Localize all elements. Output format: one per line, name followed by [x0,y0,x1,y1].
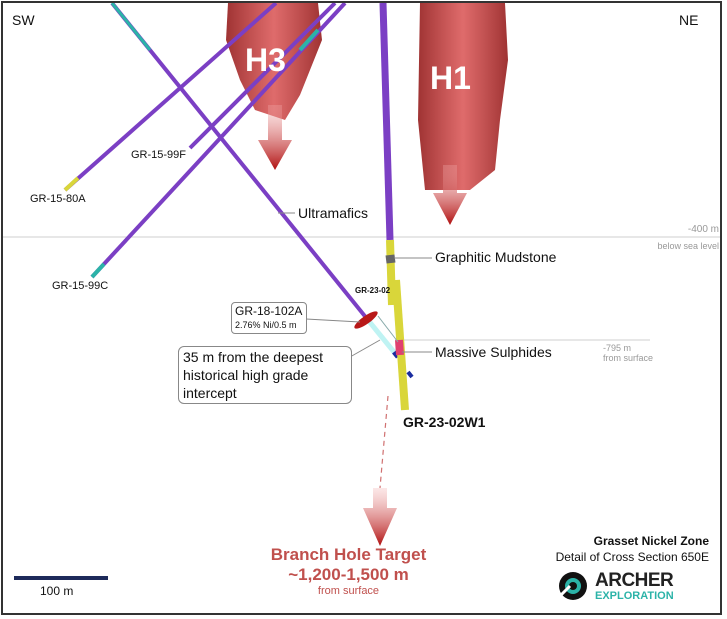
drill-hole-segment [298,28,320,52]
target-note: from surface [317,585,380,597]
depth-sea-level-value: -400 m [687,224,719,235]
drill-hole-segment [90,262,106,279]
drill-hole-segment [406,370,414,379]
hole-label-gr-23-02: GR-23-02 [355,286,391,295]
target-range: ~1,200-1,500 m [288,565,409,584]
distance-note: 35 m from the deepest historical high gr… [183,349,324,401]
h1-down-arrow [433,165,467,225]
drill-hole-gr-23-02 [379,2,394,241]
logo-name: ARCHER [595,570,674,591]
ore-body-h1 [418,3,508,190]
direction-ne: NE [679,12,699,28]
zone-label-h3: H3 [245,42,286,78]
drill-hole-segment [63,176,80,192]
zone-label-h1: H1 [430,60,471,96]
drill-hole-segment [110,2,152,51]
archer-logo-icon [558,572,587,600]
intercept-grade-label: 2.76% Ni/0.5 m [235,320,297,330]
distance-arrow [377,315,399,343]
drill-hole-segment [366,318,396,354]
depth-surface-value: -795 m [603,343,632,353]
depth-sea-level-note: below sea level [657,241,719,251]
target-trajectory-dashed [379,395,389,489]
logo-subtitle: EXPLORATION [595,590,674,602]
leader-line [305,318,361,323]
leader-line [349,339,381,358]
label-graphitic-mudstone: Graphitic Mudstone [435,249,557,265]
caption-subtitle: Detail of Cross Section 650E [555,550,709,564]
hole-label-gr-15-99c: GR-15-99C [52,280,109,292]
caption-title: Grasset Nickel Zone [593,534,709,548]
drill-hole-segment [386,239,396,306]
scale-bar-label: 100 m [40,584,74,598]
label-massive-sulphides: Massive Sulphides [435,344,552,360]
hole-label-gr-23-02w1: GR-23-02W1 [403,414,486,430]
hole-label-gr-15-80a: GR-15-80A [30,193,86,205]
hole-label-gr-15-99f: GR-15-99F [131,149,187,161]
target-title: Branch Hole Target [270,545,427,564]
label-ultramafics: Ultramafics [298,205,369,221]
drill-hole-gr-15-80a [63,1,278,192]
drill-hole-gr-15-99f [188,1,337,150]
intercept-hole-label: GR-18-102A [235,304,303,318]
intercept-callout: GR-18-102A 2.76% Ni/0.5 m [231,302,307,334]
intercept-marker [354,311,378,329]
drill-hole-segment [385,254,396,264]
distance-callout: 35 m from the deepest historical high gr… [178,346,352,404]
direction-sw: SW [12,12,35,28]
drill-hole-gr-18-102a [110,1,370,322]
target-down-arrow [363,488,397,546]
h3-down-arrow [258,105,292,170]
depth-surface-note: from surface [603,353,654,363]
drill-hole-segment [395,339,404,356]
